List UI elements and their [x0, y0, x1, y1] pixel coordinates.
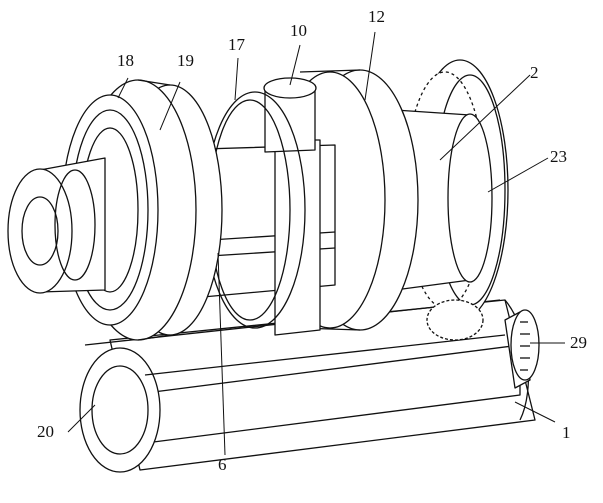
- leader-lines: [67, 31, 565, 456]
- label-6: 6: [218, 455, 227, 474]
- front-hub: [7, 157, 106, 294]
- side-knob: [504, 309, 540, 389]
- label-1: 1: [562, 423, 571, 442]
- label-19: 19: [177, 51, 194, 70]
- label-23: 23: [550, 147, 567, 166]
- label-20: 20: [37, 422, 54, 441]
- label-12: 12: [368, 7, 385, 26]
- label-2: 2: [530, 63, 539, 82]
- top-post: [263, 77, 317, 153]
- label-10: 10: [290, 21, 307, 40]
- label-18: 18: [117, 51, 134, 70]
- label-29: 29: [570, 333, 587, 352]
- small-gear: [426, 299, 484, 341]
- label-17: 17: [228, 35, 246, 54]
- part-labels: 18 19 17 10 12 2 23 29 1 20 6: [37, 7, 587, 474]
